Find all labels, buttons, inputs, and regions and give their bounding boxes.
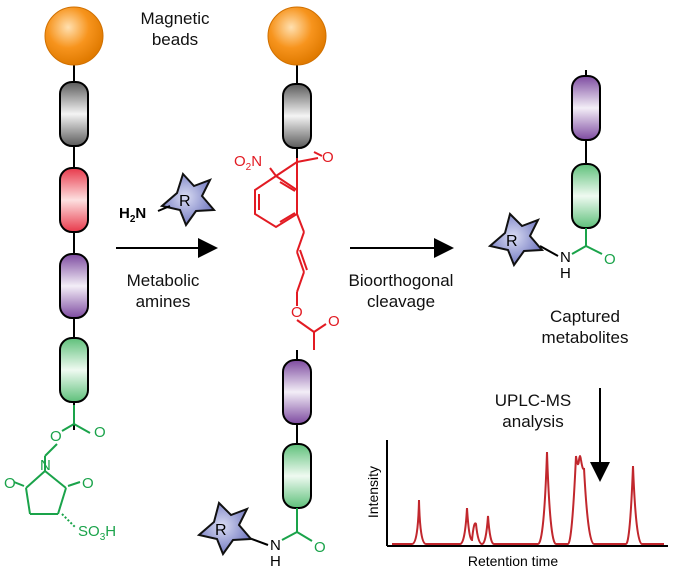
linker-labels: O2N O O O bbox=[234, 149, 340, 330]
ester-bridge-oxygen: O bbox=[50, 428, 62, 445]
amide-hydrogen-middle: H bbox=[270, 553, 281, 570]
sulfonate-label: SO3H bbox=[78, 523, 116, 543]
ester-oxygen-label: O bbox=[94, 424, 106, 441]
label-metabolic-amines: Metabolic amines bbox=[126, 271, 200, 311]
peptide-block-purple-right bbox=[571, 75, 601, 141]
nhs-nitrogen-label: N bbox=[40, 457, 51, 474]
peptide-block-green-right bbox=[571, 163, 601, 229]
right-amide-labels: O N H bbox=[560, 249, 616, 282]
amide-oxygen-middle: O bbox=[314, 539, 326, 556]
magnetic-bead-middle bbox=[267, 6, 327, 66]
metabolite-star-right bbox=[487, 212, 545, 268]
ester-carbonyl-oxygen-label: O bbox=[328, 313, 340, 330]
star-r-label-top: R bbox=[179, 193, 191, 210]
peptide-block-green bbox=[59, 337, 89, 403]
amine-reagent: R H2N bbox=[119, 172, 217, 228]
chromatogram-trace bbox=[392, 451, 664, 546]
nhs-carbonyl-oxygen-left: O bbox=[4, 475, 16, 492]
star-r-label-right: R bbox=[506, 233, 518, 250]
middle-amide bbox=[281, 508, 313, 542]
ether-oxygen-label: O bbox=[291, 304, 303, 321]
amide-oxygen-right: O bbox=[604, 251, 616, 268]
nitro-label: O2N bbox=[234, 153, 262, 173]
chromatogram bbox=[386, 440, 668, 547]
star-r-label-middle: R bbox=[215, 522, 227, 539]
label-uplc-ms-analysis: UPLC-MS analysis bbox=[494, 391, 572, 431]
peptide-block-purple-middle bbox=[282, 359, 312, 425]
peptide-block-purple bbox=[59, 253, 89, 319]
amide-nitrogen-right: N bbox=[560, 249, 571, 266]
amide-hydrogen-right: H bbox=[560, 265, 571, 282]
right-amide bbox=[571, 228, 603, 255]
ketone-oxygen-label: O bbox=[322, 149, 334, 166]
label-captured-metabolites: Captured metabolites bbox=[541, 307, 629, 347]
label-bioorthogonal-cleavage: Bioorthogonal cleavage bbox=[348, 271, 454, 311]
magnetic-bead-left bbox=[44, 6, 104, 66]
nhs-carbonyl-oxygen-right: O bbox=[82, 475, 94, 492]
middle-construct bbox=[267, 6, 327, 158]
peptide-block-grey-middle bbox=[282, 83, 312, 149]
peptide-block-green-middle bbox=[282, 443, 312, 509]
label-magnetic-beads: Magnetic beads bbox=[140, 9, 210, 49]
peptide-block-grey bbox=[59, 81, 89, 147]
middle-lower-construct bbox=[282, 350, 312, 520]
nhs-ester bbox=[13, 405, 91, 529]
metabolite-star-middle bbox=[196, 501, 254, 557]
left-construct bbox=[44, 6, 104, 430]
nitrobenzyl-linker bbox=[254, 151, 327, 350]
chromatogram-ylabel: Intensity bbox=[365, 466, 381, 518]
chromatogram-xlabel: Retention time bbox=[468, 553, 558, 569]
metabolite-star-top bbox=[159, 172, 217, 228]
nhs-ester-labels: O O N O O SO3H bbox=[4, 424, 116, 543]
captured-construct bbox=[571, 70, 601, 232]
amide-nitrogen-middle: N bbox=[270, 537, 281, 554]
middle-amide-labels: O N H bbox=[270, 537, 326, 570]
amine-label: H2N bbox=[119, 205, 146, 225]
peptide-block-red bbox=[59, 167, 89, 233]
